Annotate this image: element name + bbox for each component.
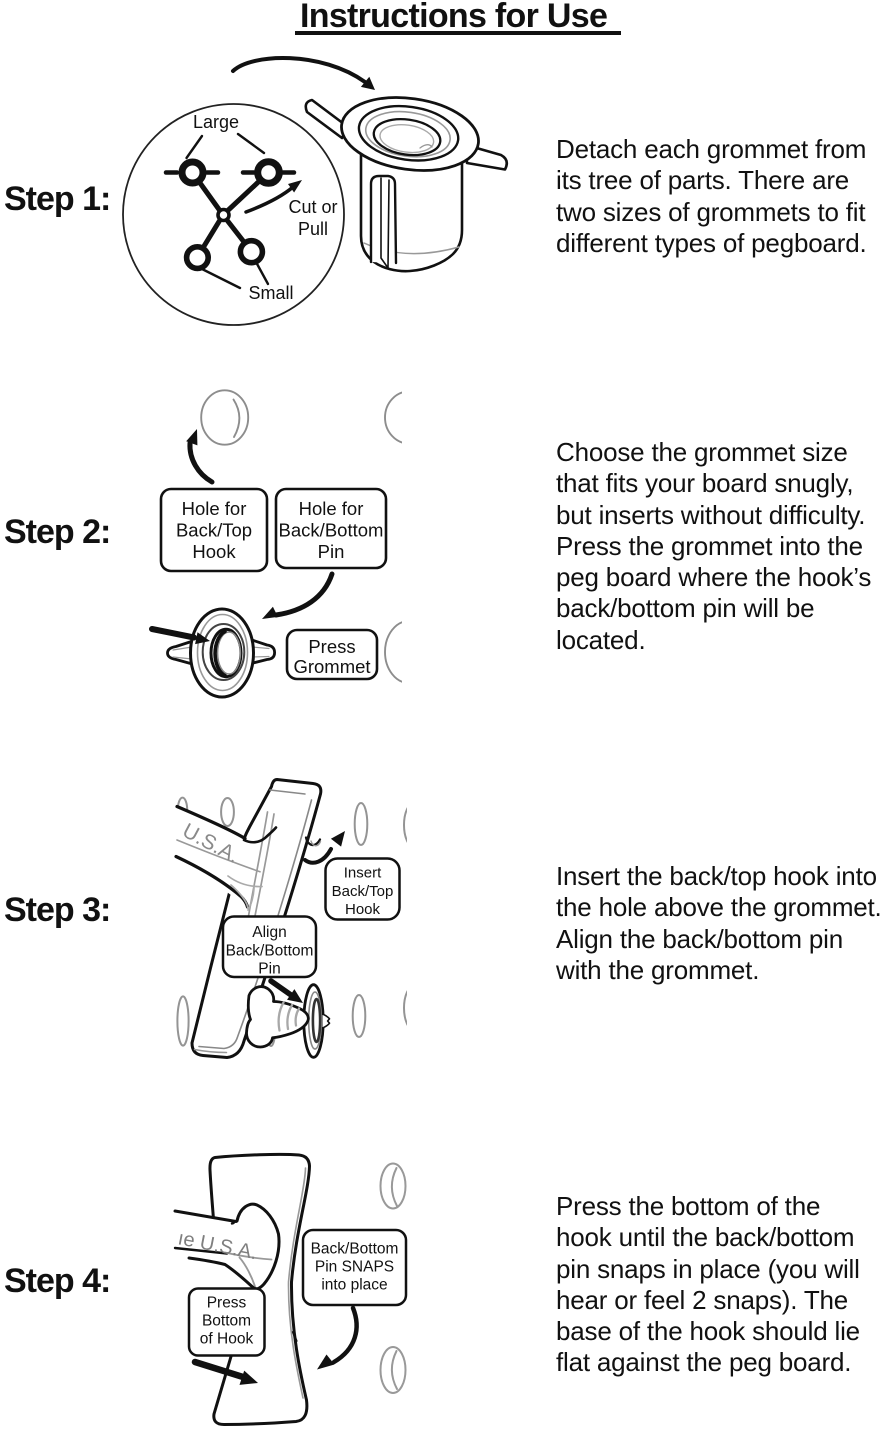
svg-text:Back/Top: Back/Top — [176, 520, 252, 541]
svg-text:Hook: Hook — [192, 541, 236, 562]
svg-text:Cut or: Cut or — [288, 197, 337, 217]
svg-text:into place: into place — [321, 1277, 387, 1294]
svg-text:Hook: Hook — [345, 901, 381, 918]
svg-text:Back/Bottom: Back/Bottom — [226, 943, 314, 960]
svg-text:Back/Top: Back/Top — [332, 883, 394, 900]
svg-text:Bottom: Bottom — [202, 1313, 251, 1330]
svg-text:Hole for: Hole for — [182, 498, 247, 519]
svg-text:Back/Bottom: Back/Bottom — [311, 1241, 399, 1258]
svg-text:Hole for: Hole for — [299, 498, 364, 519]
svg-text:Pin: Pin — [258, 961, 280, 978]
svg-text:Press: Press — [308, 636, 355, 657]
svg-text:Align: Align — [252, 924, 286, 941]
svg-text:Back/Bottom: Back/Bottom — [279, 520, 384, 541]
svg-text:Pin SNAPS: Pin SNAPS — [315, 1259, 394, 1276]
svg-text:Small: Small — [248, 283, 293, 303]
svg-text:Pin: Pin — [318, 541, 345, 562]
svg-text:Grommet: Grommet — [293, 656, 370, 677]
svg-text:Press: Press — [207, 1295, 247, 1312]
svg-text:Insert: Insert — [344, 865, 382, 882]
svg-text:Large: Large — [193, 112, 239, 132]
svg-text:of Hook: of Hook — [200, 1331, 254, 1348]
svg-text:Pull: Pull — [298, 219, 328, 239]
